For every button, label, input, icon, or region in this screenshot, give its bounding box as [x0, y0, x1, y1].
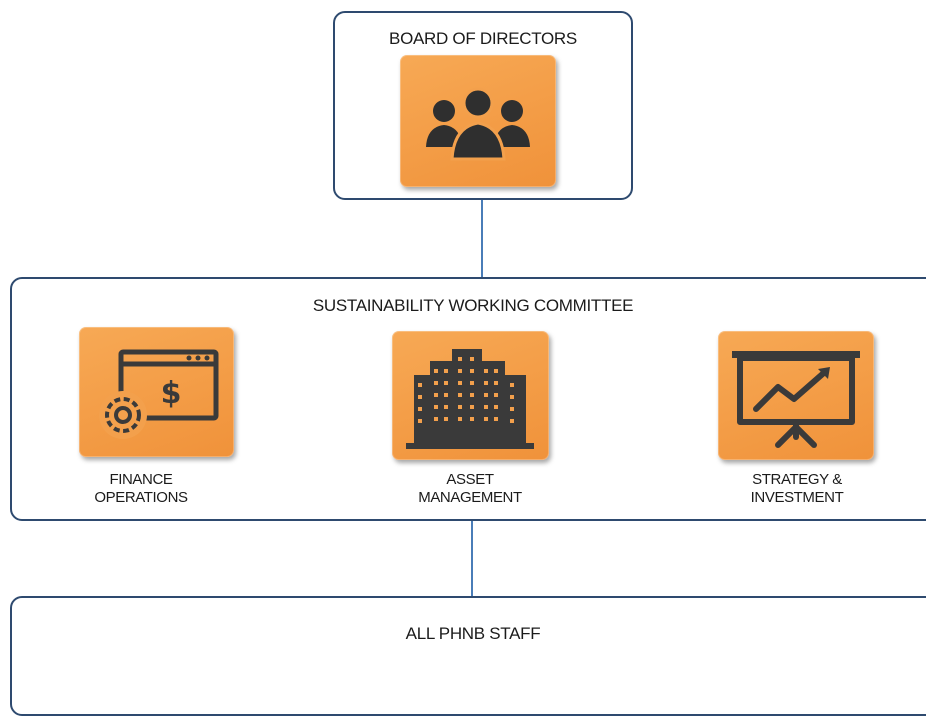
board-tile — [400, 55, 556, 187]
committee-box: SUSTAINABILITY WORKING COMMITTEE $ FINAN… — [10, 277, 926, 521]
connector-board-committee — [481, 200, 483, 278]
strategy-label-line2: INVESTMENT — [750, 489, 844, 506]
board-title: BOARD OF DIRECTORS — [389, 29, 577, 48]
asset-tile — [392, 331, 549, 460]
buildings-icon — [406, 349, 534, 449]
strategy-label: STRATEGY & INVESTMENT — [722, 471, 872, 507]
presentation-chart-icon — [732, 351, 860, 448]
staff-box: ALL PHNB STAFF — [10, 596, 926, 716]
svg-text:$: $ — [161, 376, 182, 411]
asset-label-line2: MANAGEMENT — [418, 489, 522, 506]
asset-label-line1: ASSET — [446, 471, 494, 488]
finance-label-line1: FINANCE — [109, 471, 173, 488]
board-of-directors-box: BOARD OF DIRECTORS — [333, 11, 633, 200]
finance-label: FINANCE OPERATIONS — [66, 471, 216, 507]
finance-tile: $ — [79, 327, 234, 457]
people-group-icon — [426, 87, 530, 161]
strategy-label-line1: STRATEGY & — [752, 471, 842, 488]
connector-committee-staff — [471, 521, 473, 597]
asset-label: ASSET MANAGEMENT — [395, 471, 545, 507]
staff-title: ALL PHNB STAFF — [405, 624, 541, 643]
finance-operations-icon: $ — [99, 349, 219, 439]
committee-title: SUSTAINABILITY WORKING COMMITTEE — [312, 296, 634, 315]
strategy-tile — [718, 331, 874, 460]
finance-label-line2: OPERATIONS — [94, 489, 188, 506]
